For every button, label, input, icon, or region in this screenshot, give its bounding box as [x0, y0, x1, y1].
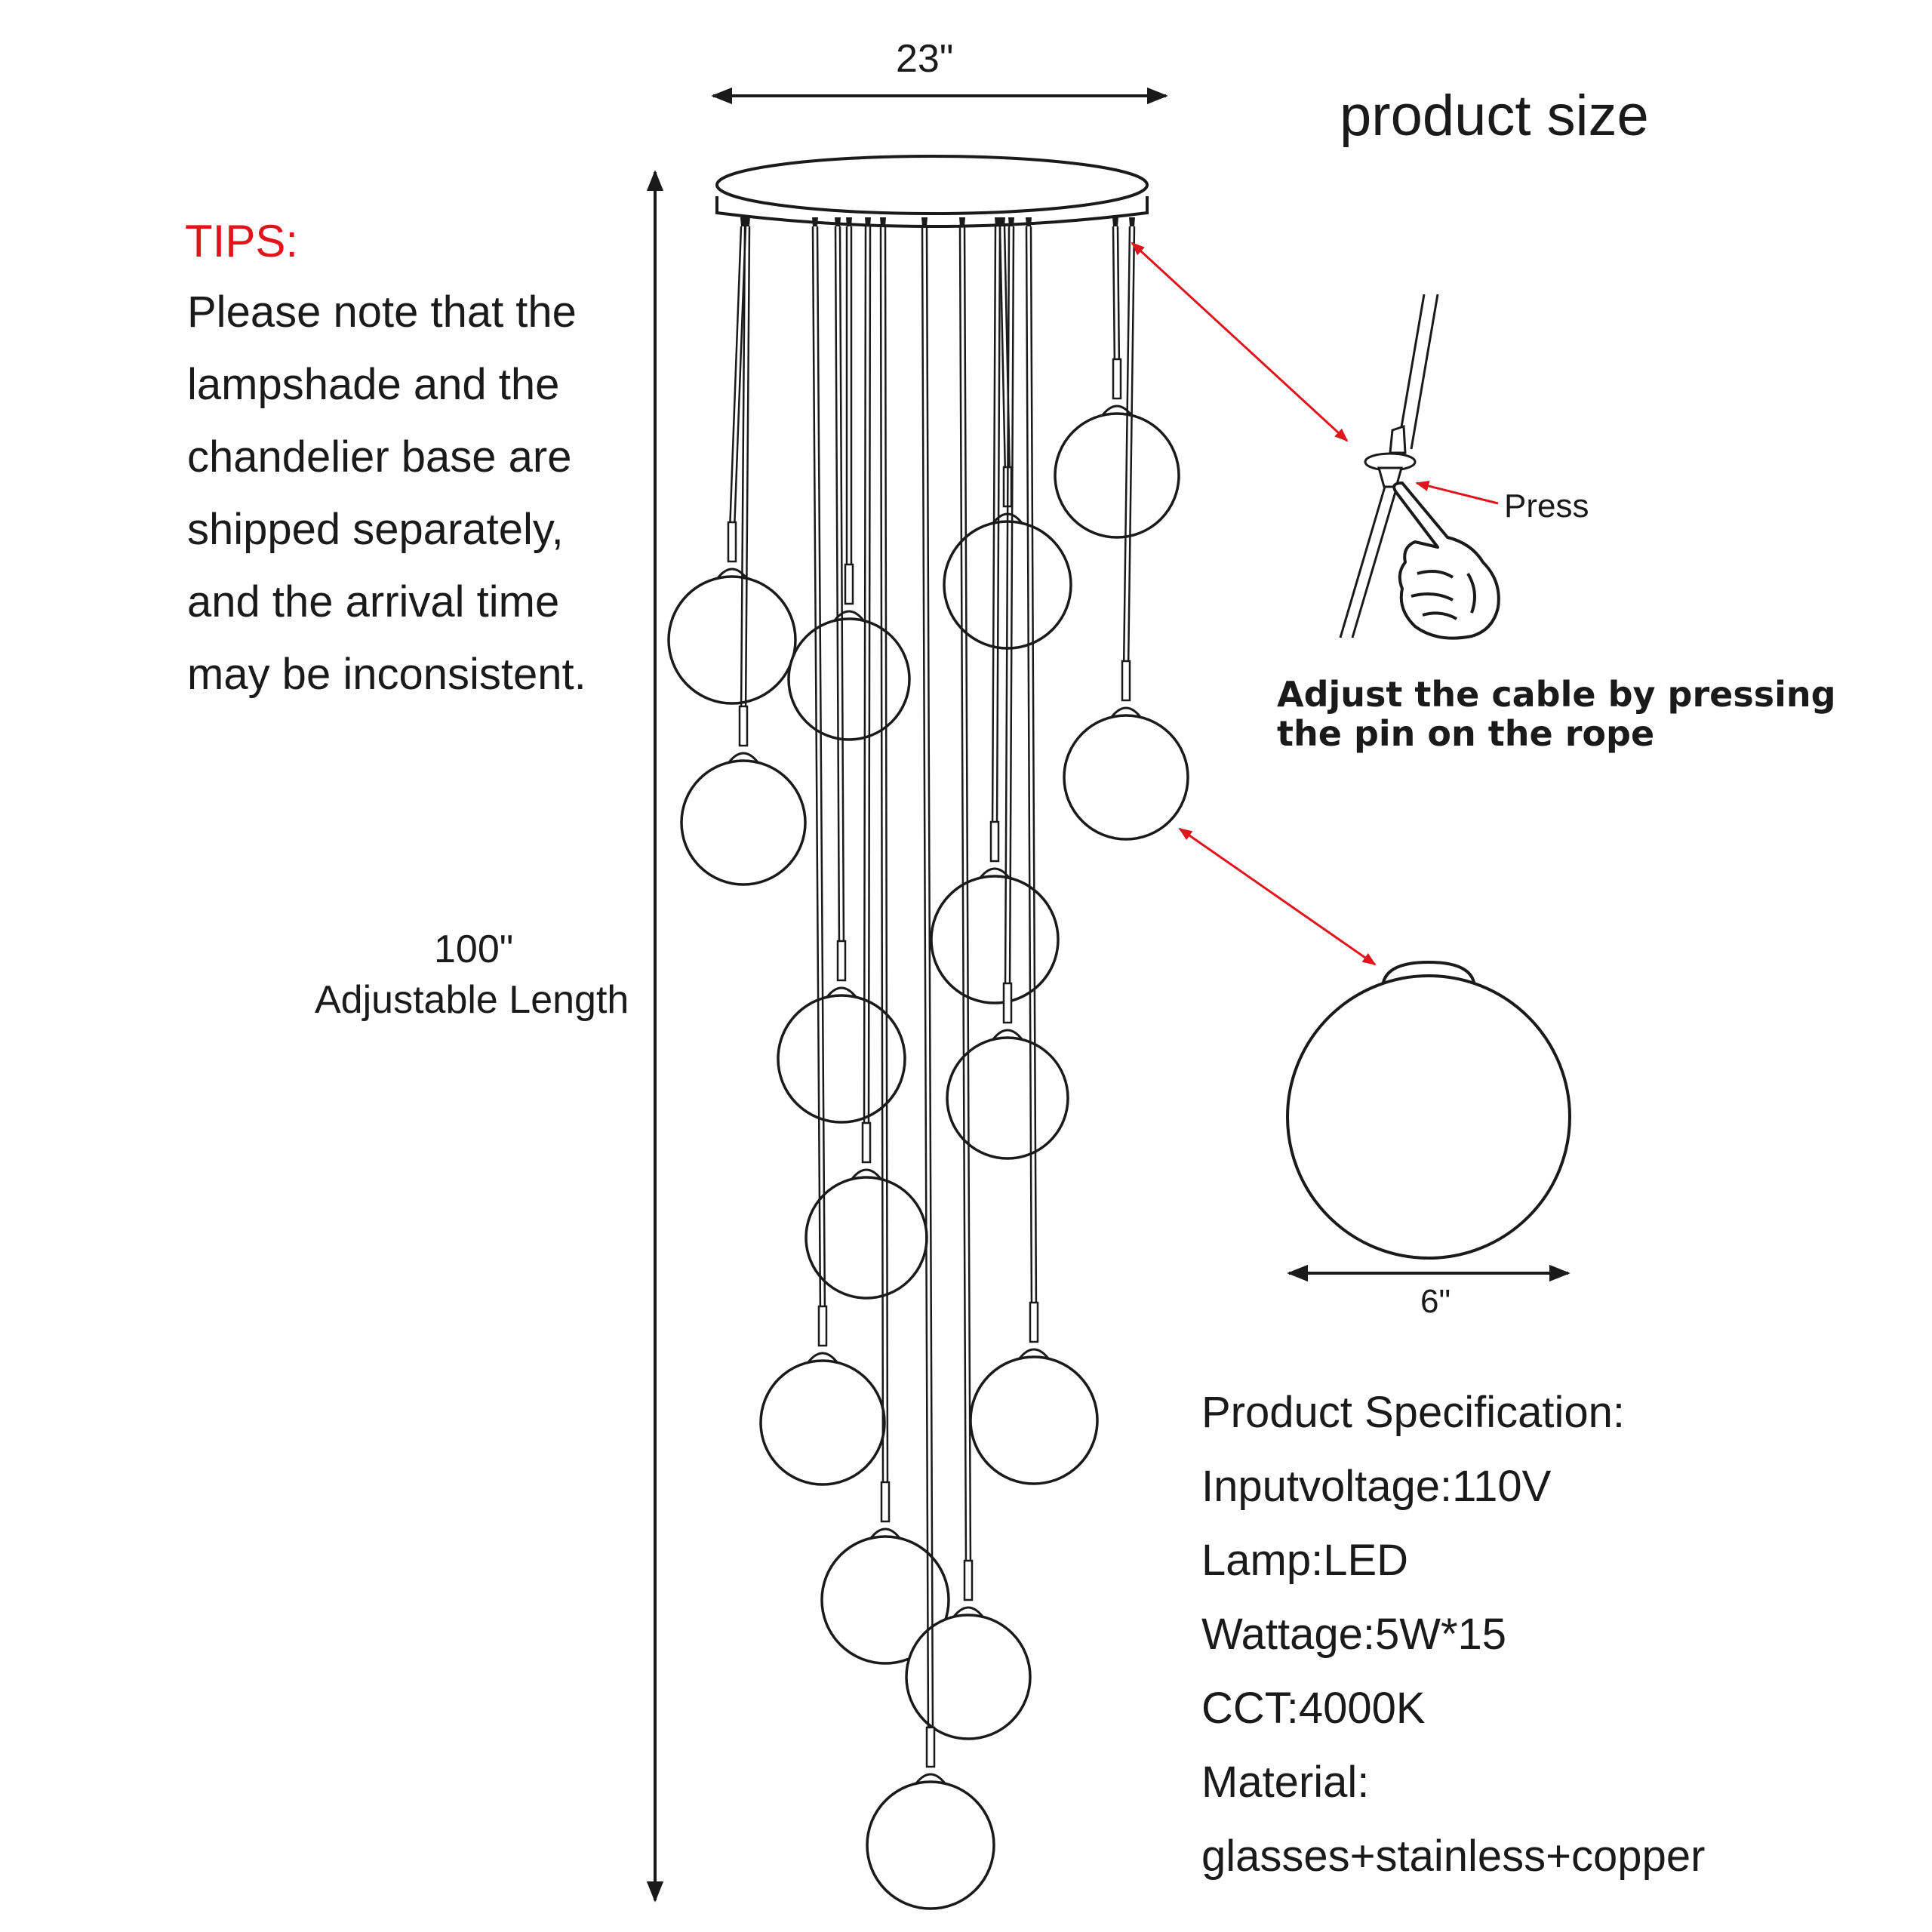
pressing-hand-icon: [1392, 481, 1500, 640]
pendant-globe-5: [1063, 217, 1189, 841]
pendant-globe-11: [759, 217, 886, 1486]
adjust-caption-line: Adjust the cable by pressing: [1277, 674, 1836, 715]
globe-to-detail-arrow: [1178, 827, 1377, 966]
pendant-globe-12: [969, 217, 1099, 1485]
length-dimension-label: 100": [434, 928, 514, 971]
pendant-globe-8: [946, 217, 1069, 1160]
pendant-group: [667, 217, 1189, 1910]
spec-line: glasses+stainless+copper: [1201, 1832, 1706, 1881]
spec-line: Inputvoltage:110V: [1201, 1462, 1552, 1511]
tips-line: may be inconsistent.: [187, 650, 586, 699]
canopy-to-detail-arrow: [1131, 242, 1349, 442]
adjustable-length-label: Adjustable Length: [315, 978, 629, 1022]
tips-line: lampshade and the: [187, 360, 560, 409]
pendant-globe-15: [866, 217, 995, 1910]
pendant-globe-9: [777, 217, 906, 1124]
width-dimension-label: 23": [896, 37, 954, 81]
adjust-caption-line: the pin on the rope: [1277, 713, 1655, 754]
globe-detail: [1286, 960, 1571, 1260]
spec-line: Wattage:5W*15: [1201, 1610, 1507, 1659]
tips-line: and the arrival time: [187, 577, 560, 626]
pendant-globe-13: [820, 217, 950, 1665]
tips-heading: TIPS:: [185, 216, 299, 266]
tips-line: chandelier base are: [187, 432, 572, 481]
pendant-globe-2: [680, 217, 807, 886]
pendant-globe-6: [787, 217, 911, 741]
spec-heading: Product Specification:: [1201, 1388, 1625, 1437]
pendant-globe-14: [905, 217, 1032, 1740]
spec-line: Lamp:LED: [1201, 1536, 1409, 1585]
ceiling-canopy: [715, 155, 1149, 228]
tips-line: shipped separately,: [187, 505, 564, 554]
page-title: product size: [1340, 84, 1649, 148]
pendant-globe-10: [804, 217, 928, 1300]
spec-line: CCT:4000K: [1201, 1684, 1426, 1733]
tips-line: Please note that the: [187, 288, 577, 337]
press-label: Press: [1504, 488, 1589, 525]
spec-line: Material:: [1201, 1758, 1370, 1807]
pendant-globe-1: [667, 217, 797, 705]
press-pointer-arrow: [1415, 480, 1499, 505]
cable-adjuster-detail: [1339, 294, 1439, 638]
pendant-globe-3: [1054, 217, 1180, 539]
globe-diameter-label: 6": [1420, 1283, 1451, 1320]
